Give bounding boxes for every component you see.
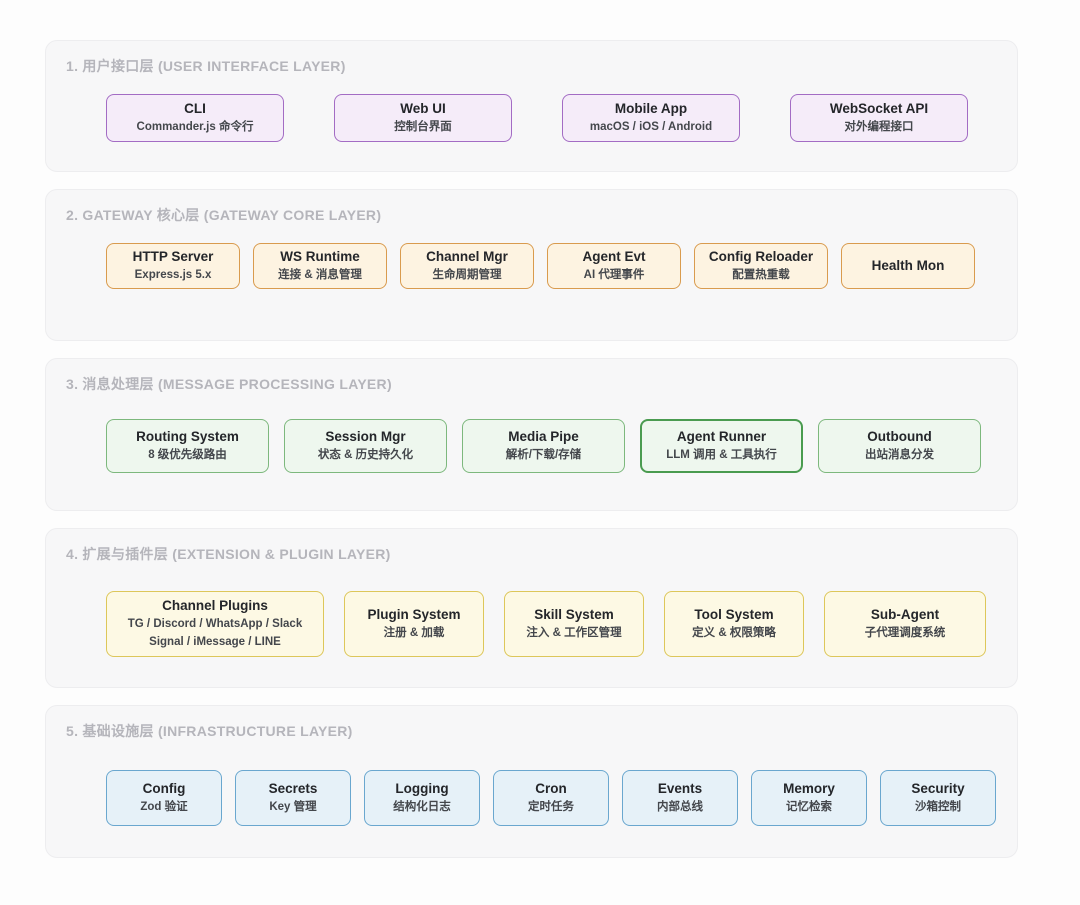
component-title: Health Mon [871, 257, 945, 273]
component-row-message-processing: Routing System 8 级优先级路由 Session Mgr 状态 & 历史… [106, 419, 997, 473]
component-box-cron: Cron 定时任务 [493, 770, 609, 826]
component-title: Media Pipe [508, 429, 579, 445]
component-box-events: Events 内部总线 [622, 770, 738, 826]
component-subtitle: Signal / iMessage / LINE [149, 636, 281, 649]
component-title: Agent Evt [582, 249, 646, 264]
layer-title-user-interface: 1. 用户接口层 (USER INTERFACE LAYER) [66, 58, 346, 74]
component-title: Channel Mgr [426, 249, 508, 264]
layer-title-gateway-core: 2. GATEWAY 核心层 (GATEWAY CORE LAYER) [66, 207, 382, 223]
component-subtitle: TG / Discord / WhatsApp / Slack [127, 618, 303, 631]
component-subtitle: Zod 验证 [140, 801, 188, 814]
component-box-memory: Memory 记忆检索 [751, 770, 867, 826]
component-box-outbound: Outbound 出站消息分发 [818, 419, 981, 473]
component-subtitle: Express.js 5.x [134, 269, 212, 282]
component-subtitle: 配置热重载 [732, 269, 790, 282]
component-box-websocket-api: WebSocket API 对外编程接口 [790, 94, 968, 142]
component-row-extension-plugin: Channel Plugins TG / Discord / WhatsApp /… [106, 591, 997, 657]
component-box-security: Security 沙箱控制 [880, 770, 996, 826]
component-title: Tool System [694, 607, 774, 623]
layer-panel-user-interface: 1. 用户接口层 (USER INTERFACE LAYER) CLI Comman… [45, 40, 1018, 172]
layer-stack: 1. 用户接口层 (USER INTERFACE LAYER) CLI Comman… [45, 40, 1080, 858]
component-subtitle: 解析/下载/存储 [505, 449, 582, 462]
component-box-mobile-app: Mobile App macOS / iOS / Android [562, 94, 740, 142]
component-subtitle: 8 级优先级路由 [148, 449, 227, 462]
component-subtitle: AI 代理事件 [583, 269, 645, 282]
component-subtitle: Commander.js 命令行 [136, 121, 254, 134]
layer-panel-extension-plugin: 4. 扩展与插件层 (EXTENSION & PLUGIN LAYER) Chan… [45, 528, 1018, 688]
component-subtitle: 控制台界面 [394, 121, 452, 134]
component-title: Plugin System [367, 607, 461, 623]
component-box-config-reloader: Config Reloader 配置热重载 [694, 243, 828, 289]
component-subtitle: LLM 调用 & 工具执行 [666, 449, 777, 462]
component-subtitle: macOS / iOS / Android [589, 121, 713, 134]
component-box-routing-system: Routing System 8 级优先级路由 [106, 419, 269, 473]
component-subtitle: 出站消息分发 [865, 449, 934, 462]
component-subtitle: 连接 & 消息管理 [278, 269, 362, 282]
component-box-sub-agent: Sub-Agent 子代理调度系统 [824, 591, 986, 657]
component-subtitle: 状态 & 历史持久化 [317, 449, 414, 462]
component-subtitle: 结构化日志 [393, 801, 451, 814]
component-title: CLI [184, 101, 206, 117]
component-title: Config Reloader [708, 249, 814, 264]
component-subtitle: 注入 & 工作区管理 [526, 627, 622, 640]
component-title: Web UI [400, 101, 446, 117]
component-title: HTTP Server [132, 249, 214, 264]
component-box-logging: Logging 结构化日志 [364, 770, 480, 826]
component-title: Security [911, 781, 965, 797]
component-title: WS Runtime [280, 249, 360, 264]
component-subtitle: 注册 & 加载 [383, 627, 445, 640]
component-title: Logging [395, 781, 449, 797]
component-title: Events [657, 781, 703, 797]
component-title: Outbound [867, 429, 932, 445]
component-box-channel-mgr: Channel Mgr 生命周期管理 [400, 243, 534, 289]
component-box-ws-runtime: WS Runtime 连接 & 消息管理 [253, 243, 387, 289]
layer-title-extension-plugin: 4. 扩展与插件层 (EXTENSION & PLUGIN LAYER) [66, 546, 391, 562]
component-box-cli: CLI Commander.js 命令行 [106, 94, 284, 142]
component-box-web-ui: Web UI 控制台界面 [334, 94, 512, 142]
component-title: Mobile App [614, 101, 688, 117]
component-title: Sub-Agent [870, 607, 940, 623]
component-subtitle: 生命周期管理 [432, 269, 502, 282]
component-box-agent-evt: Agent Evt AI 代理事件 [547, 243, 681, 289]
component-title: Agent Runner [676, 429, 767, 445]
component-title: Secrets [268, 781, 318, 797]
component-subtitle: 记忆检索 [786, 801, 832, 814]
component-subtitle: 对外编程接口 [844, 121, 914, 134]
component-title: Channel Plugins [162, 598, 268, 614]
layer-panel-message-processing: 3. 消息处理层 (MESSAGE PROCESSING LAYER) Routi… [45, 358, 1018, 511]
component-title: Session Mgr [325, 429, 406, 445]
component-subtitle: 定时任务 [528, 801, 574, 814]
component-title: Cron [535, 781, 567, 797]
layer-title-message-processing: 3. 消息处理层 (MESSAGE PROCESSING LAYER) [66, 376, 392, 392]
component-title: Memory [783, 781, 835, 797]
component-subtitle: 定义 & 权限策略 [692, 627, 776, 640]
layer-title-infrastructure: 5. 基础设施层 (INFRASTRUCTURE LAYER) [66, 723, 353, 739]
component-row-user-interface: CLI Commander.js 命令行 Web UI 控制台界面 Mobile App… [106, 94, 997, 142]
component-box-media-pipe: Media Pipe 解析/下载/存储 [462, 419, 625, 473]
component-box-health-mon: Health Mon [841, 243, 975, 289]
component-title: Config [142, 781, 186, 797]
component-title: WebSocket API [829, 101, 929, 117]
component-subtitle: 子代理调度系统 [864, 627, 946, 640]
component-title: Skill System [534, 607, 614, 623]
component-box-plugin-system: Plugin System 注册 & 加载 [344, 591, 484, 657]
component-box-session-mgr: Session Mgr 状态 & 历史持久化 [284, 419, 447, 473]
layer-panel-gateway-core: 2. GATEWAY 核心层 (GATEWAY CORE LAYER) HTTP … [45, 189, 1018, 341]
component-box-channel-plugins: Channel Plugins TG / Discord / WhatsApp /… [106, 591, 324, 657]
component-box-skill-system: Skill System 注入 & 工作区管理 [504, 591, 644, 657]
component-subtitle: 内部总线 [657, 801, 703, 814]
component-subtitle: 沙箱控制 [915, 801, 961, 814]
component-title: Routing System [136, 429, 239, 445]
component-box-tool-system: Tool System 定义 & 权限策略 [664, 591, 804, 657]
component-subtitle: Key 管理 [269, 801, 317, 814]
